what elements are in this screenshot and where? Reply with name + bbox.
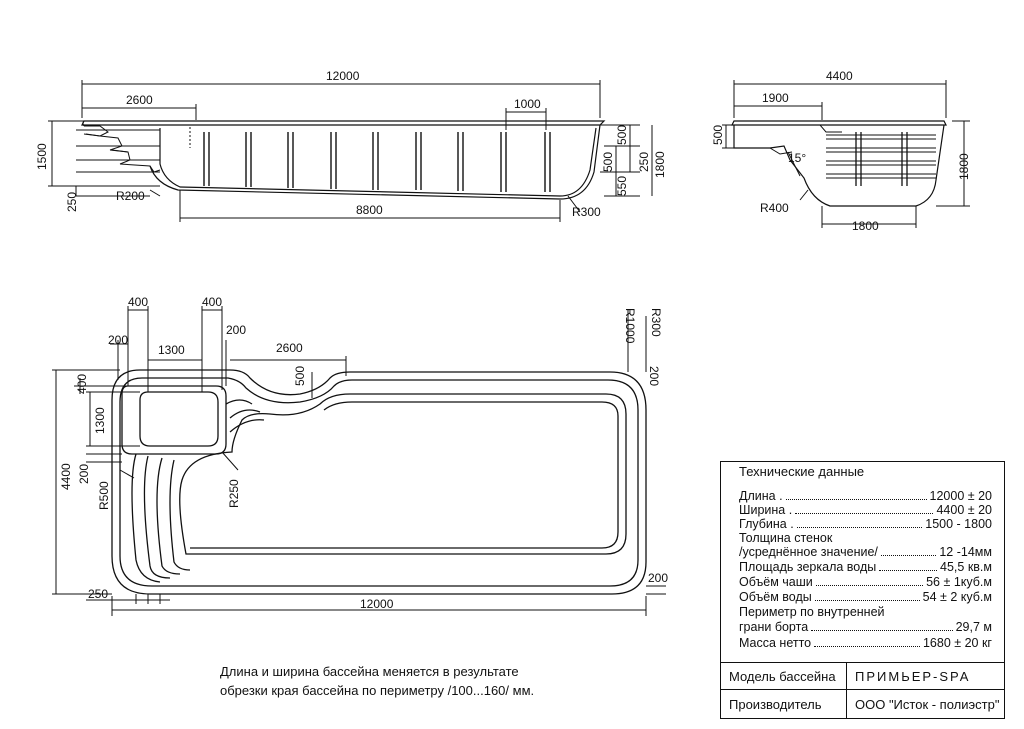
side-bottom-offset: 250 [65, 192, 79, 212]
end-angle: 15° [788, 151, 806, 165]
end-width: 4400 [826, 69, 853, 83]
side-dim-500b: 500 [601, 152, 615, 172]
spec-wall: /усреднённое значение/12 -14мм [739, 545, 992, 559]
side-depth-left: 1500 [35, 143, 49, 170]
plan-radius-300: R300 [649, 308, 663, 337]
plan-dim-200b: 200 [226, 323, 246, 337]
plan-dim-1300v: 1300 [93, 407, 107, 434]
maker-value: ООО "Исток - полиэстр" [855, 696, 1000, 712]
note-line-1: Длина и ширина бассейна меняется в резул… [220, 664, 519, 679]
side-dim-550: 550 [615, 176, 629, 196]
spec-width: Ширина .4400 ± 20 [739, 503, 992, 517]
plan-radius-500: R500 [97, 481, 111, 510]
plan-view [111, 369, 647, 595]
title-block-model: Модель бассейна ПРИМЬЕР-SPA [720, 662, 1005, 690]
plan-dim-2600: 2600 [276, 341, 303, 355]
plan-dim-200a: 200 [108, 333, 128, 347]
note-line-2: обрезки края бассейна по периметру /100.… [220, 683, 535, 698]
side-bottom-radius: R200 [116, 189, 145, 203]
end-depth: 1800 [957, 153, 971, 180]
side-step-length: 2600 [126, 93, 153, 107]
plan-dim-400b: 400 [202, 295, 222, 309]
plan-dimension-lines [52, 306, 666, 616]
title-block-maker: Производитель ООО "Исток - полиэстр" [720, 689, 1005, 719]
side-view [48, 80, 653, 222]
plan-dim-400a: 400 [128, 295, 148, 309]
spec-wall-label: Толщина стенок [739, 531, 833, 545]
end-bench: 1900 [762, 91, 789, 105]
side-bottom-length: 8800 [356, 203, 383, 217]
model-label: Модель бассейна [721, 663, 847, 690]
end-radius: R400 [760, 201, 789, 215]
end-bottom-width: 1800 [852, 219, 879, 233]
size-note: Длина и ширина бассейна меняется в резул… [220, 662, 534, 700]
end-dim-500: 500 [711, 125, 725, 145]
plan-dim-1300: 1300 [158, 343, 185, 357]
tech-specs-box: Технические данные Длина .12000 ± 20 Шир… [720, 461, 1005, 719]
maker-label: Производитель [721, 690, 847, 718]
plan-dim-400c: 400 [75, 374, 89, 394]
side-dim-1800: 1800 [653, 151, 667, 178]
plan-dim-12000: 12000 [360, 597, 394, 611]
spec-perimeter-label: Периметр по внутренней [739, 605, 885, 619]
spec-depth: Глубина .1500 - 1800 [739, 517, 992, 531]
side-dim-500a: 500 [615, 125, 629, 145]
side-dim-250: 250 [637, 152, 651, 172]
side-length: 12000 [326, 69, 360, 83]
plan-dim-200d: 200 [77, 464, 91, 484]
specs-title: Технические данные [739, 464, 865, 479]
end-view [722, 80, 970, 228]
spec-length: Длина .12000 ± 20 [739, 489, 992, 503]
plan-radius-1000: R1000 [623, 308, 637, 344]
side-slope-segment: 1000 [514, 97, 541, 111]
plan-dim-4400: 4400 [59, 463, 73, 490]
plan-dim-500: 500 [293, 366, 307, 386]
plan-dim-200e: 200 [648, 571, 668, 585]
plan-radius-250: R250 [227, 479, 241, 508]
side-end-radius: R300 [572, 205, 601, 219]
plan-dim-250: 250 [88, 587, 108, 601]
model-value: ПРИМЬЕР-SPA [855, 669, 971, 684]
plan-dim-200c: 200 [647, 366, 661, 386]
